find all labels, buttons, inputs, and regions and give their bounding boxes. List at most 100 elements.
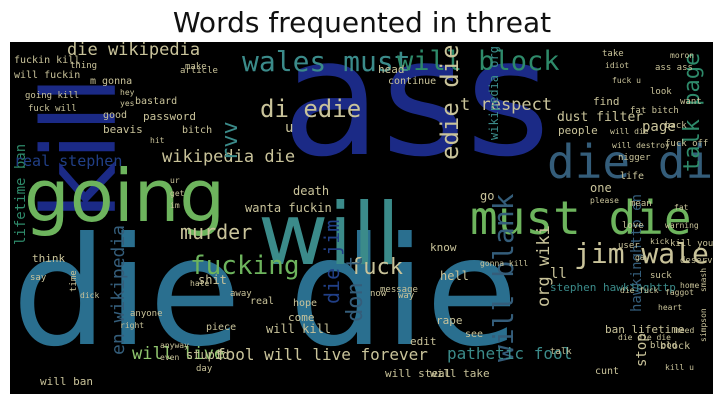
cloud-word: jim wale xyxy=(574,237,709,270)
cloud-word: rvv xyxy=(218,121,243,161)
cloud-word: idiot xyxy=(605,61,630,70)
cloud-word: say xyxy=(30,273,47,283)
cloud-word: di edie xyxy=(260,95,362,123)
cloud-word: die fuck xyxy=(620,286,659,295)
cloud-word: gonna kill xyxy=(480,259,529,268)
cloud-word: back xyxy=(665,121,687,131)
cloud-word: mean xyxy=(630,199,652,209)
cloud-word: fool will live forever xyxy=(216,345,428,364)
cloud-word: hell xyxy=(440,269,469,283)
cloud-word: continue xyxy=(388,76,437,87)
cloud-word: cunt xyxy=(595,366,620,377)
cloud-word: will live xyxy=(132,344,225,364)
cloud-word: die di xyxy=(547,135,713,189)
cloud-word: find xyxy=(593,95,620,108)
cloud-word: hate xyxy=(190,279,210,288)
cloud-word: deserve xyxy=(680,256,713,266)
cloud-word: en wikipedia xyxy=(108,224,129,355)
cloud-word: faggot xyxy=(665,288,694,297)
cloud-word: will steal xyxy=(385,367,452,380)
cloud-word: come xyxy=(288,311,315,324)
cloud-word: rape xyxy=(436,314,463,327)
cloud-word: will block xyxy=(397,46,560,77)
cloud-word: see xyxy=(465,329,484,340)
cloud-word: now xyxy=(370,289,387,299)
cloud-word: block xyxy=(660,341,691,352)
cloud-word: m gonna xyxy=(90,76,133,87)
cloud-word: will kill xyxy=(266,322,332,336)
cloud-word: please xyxy=(590,196,619,205)
cloud-word: simpson xyxy=(699,308,708,342)
cloud-word: ban lifetime xyxy=(605,323,685,336)
cloud-word: make xyxy=(185,62,207,72)
cloud-word: death xyxy=(293,184,330,198)
cloud-word: even xyxy=(160,353,180,362)
cloud-word: people xyxy=(558,124,598,137)
cloud-word: dust filter xyxy=(557,110,644,125)
cloud-word: heart xyxy=(658,303,683,312)
cloud-word: take xyxy=(602,49,624,59)
cloud-word: murder xyxy=(180,220,253,244)
cloud-word: think xyxy=(32,252,66,265)
cloud-word: die wikipedia xyxy=(67,42,201,60)
cloud-word: one xyxy=(590,181,612,195)
cloud-word: thing xyxy=(70,61,98,71)
cloud-word: away xyxy=(230,289,252,299)
cloud-word: time xyxy=(69,270,79,292)
cloud-word: way xyxy=(398,291,415,301)
cloud-word: shit xyxy=(198,273,227,287)
cloud-word: hey xyxy=(120,88,135,97)
cloud-word: will ban xyxy=(40,375,93,388)
cloud-word: smash xyxy=(699,267,708,292)
cloud-word: die jim xyxy=(320,219,344,304)
cloud-word: hit xyxy=(150,136,165,145)
cloud-word: will blank xyxy=(487,193,520,362)
cloud-word: home xyxy=(680,281,700,290)
cloud-word: ass xyxy=(282,42,551,193)
cloud-word: piece xyxy=(206,322,237,333)
cloud-word: look xyxy=(650,87,672,97)
cloud-word: will destroy xyxy=(612,141,670,150)
cloud-word: fat xyxy=(674,203,689,212)
cloud-word: user xyxy=(618,241,640,251)
cloud-word: beavis xyxy=(103,123,143,136)
cloud-word: fucking xyxy=(190,251,300,281)
cloud-word: must die xyxy=(470,191,692,245)
cloud-word: fat bitch xyxy=(630,106,679,116)
cloud-word: wikipedia die xyxy=(162,147,296,167)
figure-title: Words frequented in threat xyxy=(172,6,552,39)
cloud-word: head xyxy=(378,63,405,76)
cloud-word: stupid xyxy=(186,348,230,362)
cloud-word: real xyxy=(250,296,275,307)
cloud-word: talk xyxy=(550,347,572,357)
cloud-word: life xyxy=(620,171,645,182)
cloud-word: bitch xyxy=(182,125,213,136)
cloud-word: know xyxy=(430,241,457,254)
cloud-word: day xyxy=(196,364,213,374)
cloud-word: will die xyxy=(610,127,649,136)
cloud-word: fuck will xyxy=(28,104,77,114)
cloud-word: dick xyxy=(80,291,100,300)
cloud-word: u xyxy=(285,120,294,136)
cloud-word: kill u xyxy=(665,363,694,372)
cloud-word: fuck xyxy=(350,255,403,280)
cloud-word: yes xyxy=(120,99,135,108)
cloud-word: anyone xyxy=(130,309,163,319)
cloud-word: don t xyxy=(343,255,368,322)
cloud-word: message xyxy=(380,285,418,295)
cloud-word: go xyxy=(480,189,495,203)
cloud-word: warning xyxy=(665,221,699,230)
cloud-word: die die die xyxy=(618,333,671,342)
cloud-word: fuckin kill xyxy=(14,55,81,66)
cloud-word: suck xyxy=(650,271,672,281)
cloud-word: need xyxy=(675,326,695,335)
cloud-word: page xyxy=(642,119,676,135)
cloud-word: will xyxy=(258,185,401,285)
cloud-word: nigger xyxy=(618,153,651,163)
cloud-word: die die xyxy=(12,206,519,380)
cloud-word: pathetic fool xyxy=(447,344,573,363)
cloud-word: ass ass xyxy=(655,63,693,73)
cloud-word: stephen hawkinghttp xyxy=(550,281,676,294)
cloud-word: t respect xyxy=(460,95,553,115)
